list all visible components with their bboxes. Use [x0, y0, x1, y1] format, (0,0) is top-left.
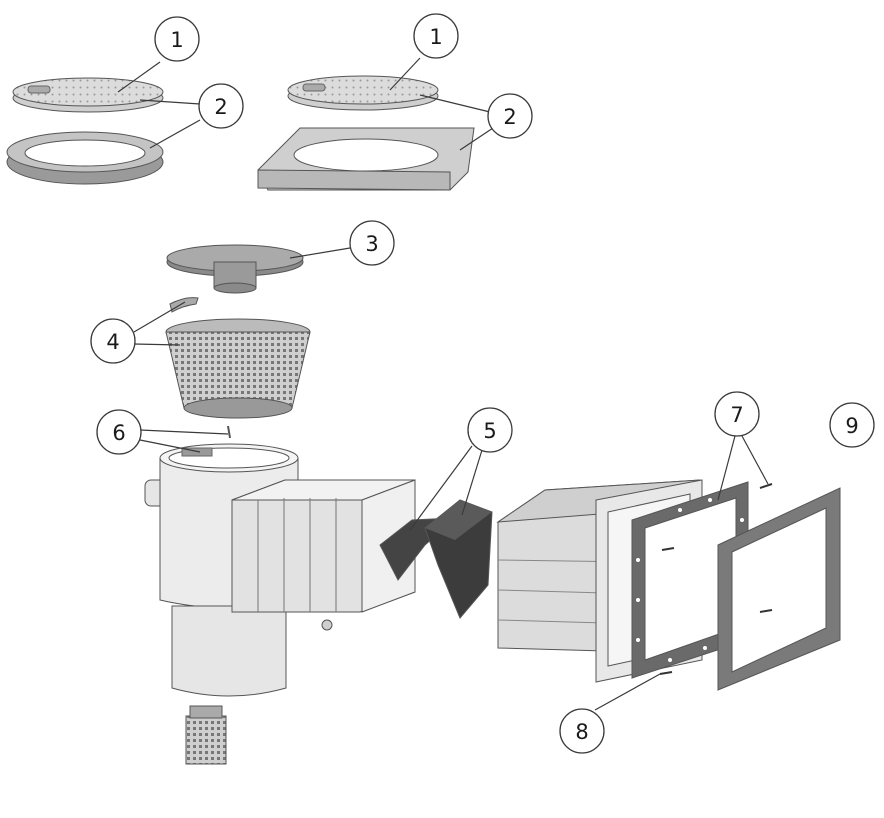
callout-label: 8 [575, 720, 588, 744]
callout-label: 1 [429, 25, 442, 49]
callout-8: 8 [559, 708, 605, 754]
basket [165, 297, 311, 419]
callout-1-left: 1 [154, 16, 200, 62]
weir-flaps [379, 499, 493, 619]
callout-2-left: 2 [198, 83, 244, 129]
callout-3: 3 [349, 220, 395, 266]
collar-round [6, 131, 164, 185]
callout-label: 9 [845, 414, 858, 438]
lid-right [287, 75, 439, 111]
callout-label: 2 [503, 105, 516, 129]
screw-small [227, 425, 231, 439]
collar-square [257, 127, 475, 191]
leader-lines [117, 57, 769, 711]
callout-label: 6 [112, 421, 125, 445]
callout-label: 1 [170, 28, 183, 52]
callout-label: 7 [730, 403, 743, 427]
callout-4: 4 [90, 318, 136, 364]
lid-left [12, 77, 164, 113]
callout-5: 5 [467, 407, 513, 453]
callout-9: 9 [829, 402, 875, 448]
weir-cone [166, 244, 304, 294]
callout-label: 5 [483, 419, 496, 443]
skimmer-body [144, 443, 416, 765]
callout-6: 6 [96, 409, 142, 455]
callout-2-right: 2 [487, 93, 533, 139]
callout-label: 4 [106, 330, 119, 354]
callout-7: 7 [714, 391, 760, 437]
callout-label: 3 [365, 232, 378, 256]
callout-1-right: 1 [413, 13, 459, 59]
screw-bottom [659, 671, 673, 675]
callout-label: 2 [214, 95, 227, 119]
face-plate [717, 487, 841, 691]
